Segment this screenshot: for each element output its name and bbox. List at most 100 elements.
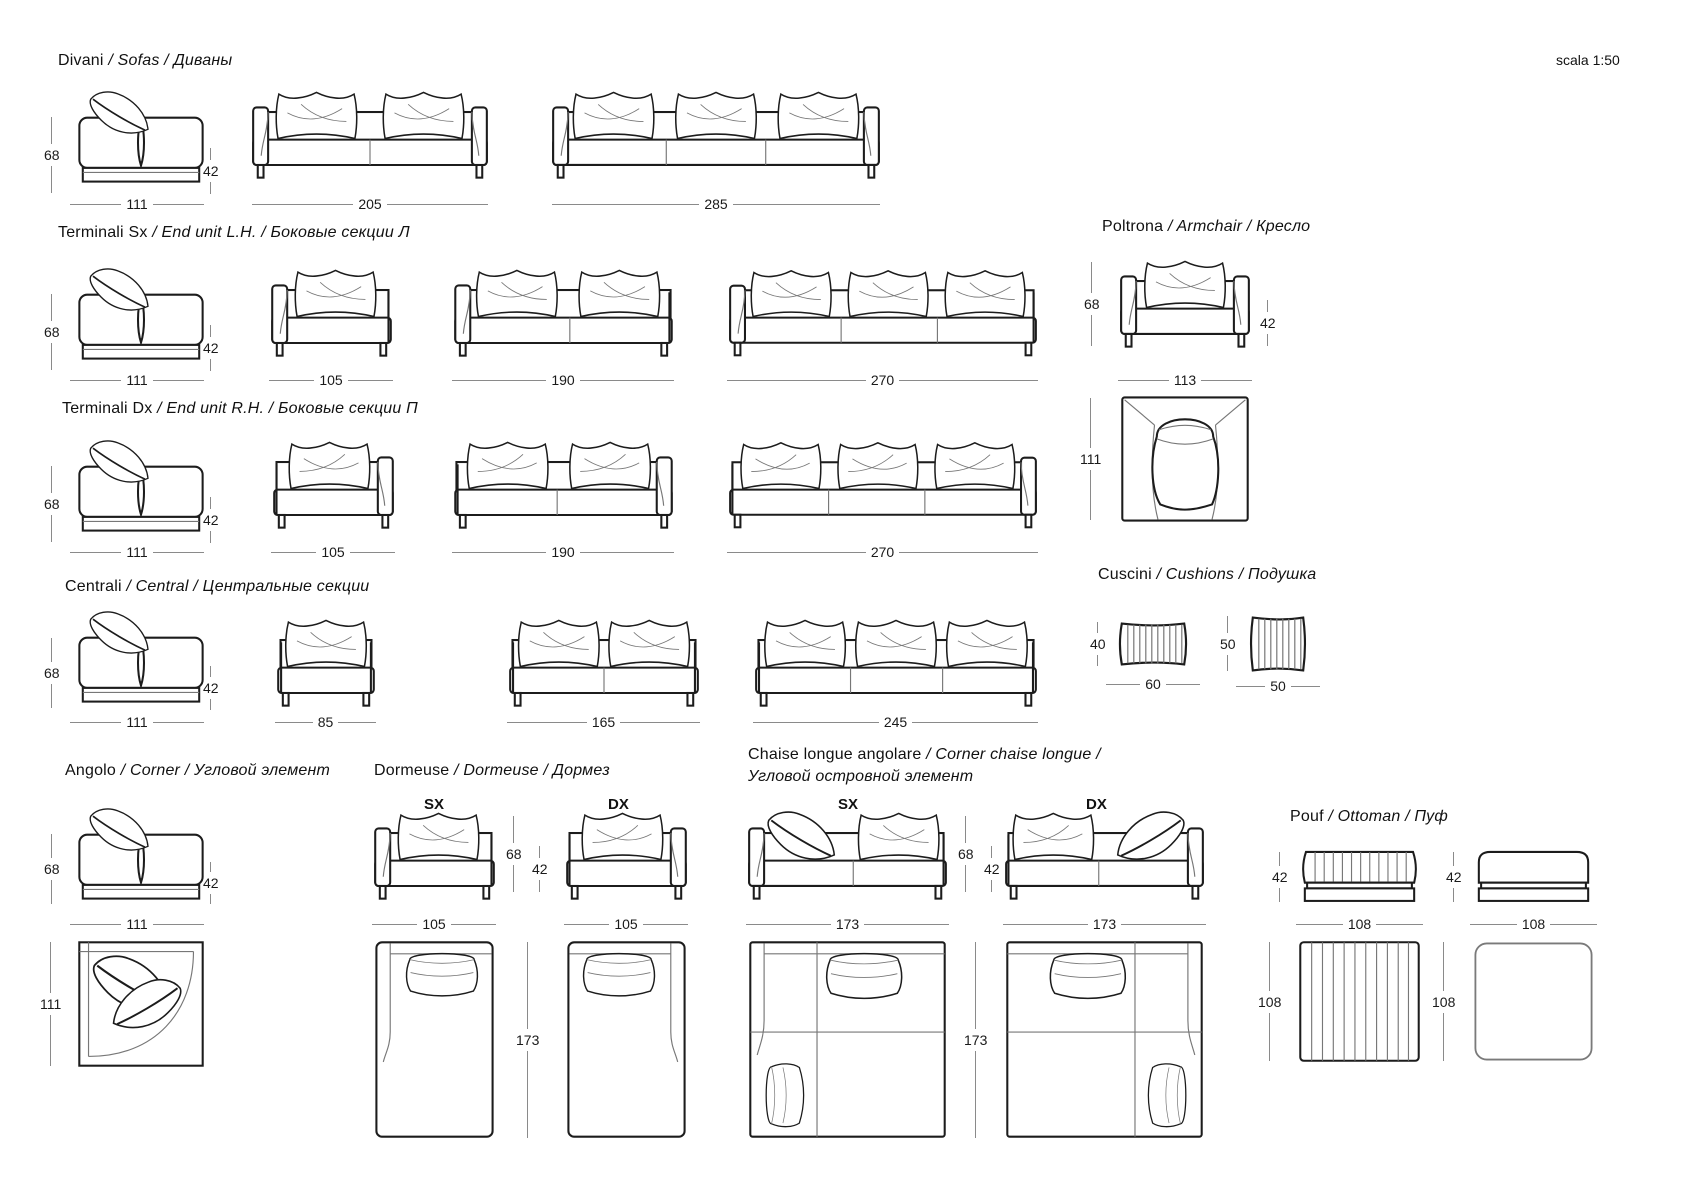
dim-terminali-dx-height: 68: [44, 466, 60, 542]
dim-poltrona-height: 68: [1084, 262, 1100, 346]
divani-side-view-drawing: [77, 88, 205, 193]
dim-terminali-sx-height: 68: [44, 294, 60, 370]
dim-angolo-top-depth: 111: [40, 942, 61, 1066]
divani-title: Divani / Sofas / Диваны: [58, 52, 233, 69]
dim-centrali-165: 165: [507, 714, 700, 730]
pouf-front-striped-drawing: [1298, 848, 1421, 906]
dim-dormeuse-height: 68: [506, 816, 522, 892]
dim-chaise-seat-height: 42: [984, 846, 1000, 892]
dim-poltrona-depth: 111: [1080, 398, 1101, 520]
dormeuse-dx-label: DX: [608, 796, 629, 813]
dim-terminali-dx-depth: 111: [70, 544, 204, 560]
dim-terminali-dx-seat-height: 42: [203, 497, 219, 543]
angolo-top-view-drawing: [77, 940, 205, 1068]
poltrona-front-drawing: [1120, 258, 1250, 357]
pouf-front-plain-drawing: [1472, 848, 1595, 906]
dim-chaise-sx-width: 173: [746, 916, 949, 932]
dim-divani-seat-height: 42: [203, 148, 219, 194]
chaise-sx-label: SX: [838, 796, 859, 813]
dim-terminali-sx-depth: 111: [70, 372, 204, 388]
dim-terminali-dx-190: 190: [452, 544, 674, 560]
dim-pouf-top-2-size: 108: [1432, 942, 1455, 1061]
dim-sofa-205: 205: [252, 196, 488, 212]
dim-chaise-dx-width: 173: [1003, 916, 1206, 932]
terminali-sx-190-drawing: [454, 267, 673, 366]
dim-angolo-height: 68: [44, 834, 60, 904]
divani-sofa-205-drawing: [252, 89, 488, 188]
terminali-sx-270-drawing: [729, 267, 1037, 366]
dormeuse-front-dx-drawing: [566, 810, 687, 909]
dim-pouf-2-height: 42: [1446, 852, 1462, 902]
dim-angolo-depth: 111: [70, 916, 204, 932]
dim-terminali-sx-270: 270: [727, 372, 1038, 388]
angolo-side-view-drawing: [77, 805, 205, 910]
dim-pouf-1-height: 42: [1272, 852, 1288, 902]
terminali-dx-270-drawing: [729, 439, 1037, 538]
terminali-sx-side-view-drawing: [77, 265, 205, 370]
scale-note: scala 1:50: [1556, 52, 1620, 68]
dormeuse-top-sx-drawing: [374, 940, 495, 1139]
chaise-front-sx-drawing: [748, 810, 947, 909]
dim-sofa-285: 285: [552, 196, 880, 212]
chaise-top-sx-drawing: [748, 940, 947, 1139]
chaise-front-dx-drawing: [1005, 810, 1204, 909]
dim-centrali-85: 85: [275, 714, 376, 730]
dim-centrali-245: 245: [753, 714, 1038, 730]
dim-dormeuse-depth: 173: [516, 942, 539, 1138]
dim-centrali-height: 68: [44, 638, 60, 708]
dim-pouf-2-width: 108: [1470, 916, 1597, 932]
dim-centrali-depth: 111: [70, 714, 204, 730]
centrali-title: Centrali / Central / Центральные секции: [65, 578, 370, 595]
dim-cushion-2-width: 50: [1236, 678, 1320, 694]
dim-terminali-sx-105: 105: [269, 372, 393, 388]
divani-side-view-svg: [77, 88, 205, 193]
centrali-side-view-drawing: [77, 608, 205, 713]
cushion-60x40-drawing: [1117, 620, 1189, 668]
chaise-top-dx-drawing: [1005, 940, 1204, 1139]
pouf-title: Pouf / Ottoman / Пуф: [1290, 808, 1448, 825]
pouf-top-plain-drawing: [1472, 940, 1595, 1063]
dim-chaise-depth: 173: [964, 942, 987, 1138]
chaise-dx-label: DX: [1086, 796, 1107, 813]
centrali-245-drawing: [755, 617, 1037, 716]
dim-cushion-2-height: 50: [1220, 616, 1236, 671]
dim-cushion-1-width: 60: [1106, 676, 1200, 692]
terminali-dx-title: Terminali Dx / End unit R.H. / Боковые с…: [62, 400, 418, 417]
dim-centrali-seat-height: 42: [203, 666, 219, 710]
dim-chaise-height: 68: [958, 816, 974, 892]
terminali-dx-190-drawing: [454, 439, 673, 538]
dim-terminali-dx-105: 105: [271, 544, 395, 560]
dim-divani-depth: 111: [70, 196, 204, 212]
dormeuse-front-sx-drawing: [374, 810, 495, 909]
dim-terminali-sx-190: 190: [452, 372, 674, 388]
centrali-85-drawing: [277, 617, 375, 716]
dim-dormeuse-seat-height: 42: [532, 846, 548, 892]
dormeuse-title: Dormeuse / Dormeuse / Дормез: [374, 762, 610, 779]
dim-divani-height: 68: [44, 117, 60, 193]
pouf-top-striped-drawing: [1298, 940, 1421, 1063]
dim-poltrona-width: 113: [1118, 372, 1252, 388]
angolo-title: Angolo / Corner / Угловой элемент: [65, 762, 331, 779]
terminali-sx-title: Terminali Sx / End unit L.H. / Боковые с…: [58, 224, 410, 241]
terminali-dx-side-view-drawing: [77, 437, 205, 542]
poltrona-top-view-drawing: [1120, 395, 1250, 523]
dim-cushion-1-height: 40: [1090, 622, 1106, 666]
centrali-165-drawing: [509, 617, 699, 716]
dim-poltrona-seat-height: 42: [1260, 300, 1276, 346]
terminali-dx-105-drawing: [273, 439, 394, 538]
chaise-title: Chaise longue angolare / Corner chaise l…: [748, 746, 1101, 786]
dim-pouf-top-1-size: 108: [1258, 942, 1281, 1061]
cushion-50x50-drawing: [1248, 614, 1308, 674]
dormeuse-sx-label: SX: [424, 796, 445, 813]
dim-dormeuse-sx-width: 105: [372, 916, 496, 932]
dormeuse-top-dx-drawing: [566, 940, 687, 1139]
dim-terminali-sx-seat-height: 42: [203, 325, 219, 371]
terminali-sx-105-drawing: [271, 267, 392, 366]
divani-sofa-285-drawing: [552, 89, 880, 188]
dim-dormeuse-dx-width: 105: [564, 916, 688, 932]
cuscini-title: Cuscini / Cushions / Подушка: [1098, 566, 1317, 583]
dim-terminali-dx-270: 270: [727, 544, 1038, 560]
dim-angolo-seat-height: 42: [203, 862, 219, 904]
poltrona-title: Poltrona / Armchair / Кресло: [1102, 218, 1311, 235]
